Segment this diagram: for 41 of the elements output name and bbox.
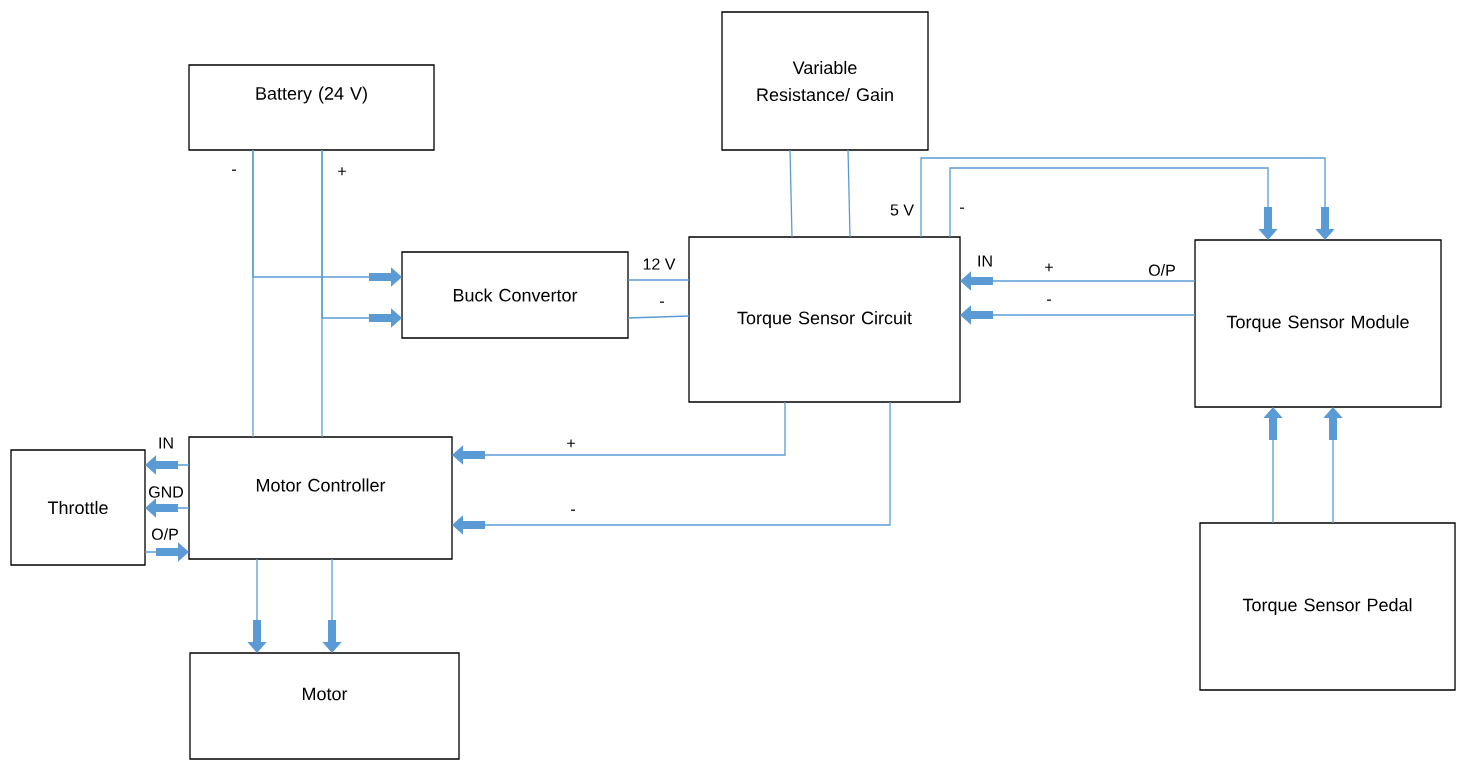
block-box [10, 449, 146, 566]
connector [920, 157, 1335, 240]
port-label: IN [978, 255, 992, 267]
edge-label: - [569, 508, 577, 516]
block-box [721, 11, 929, 151]
block-label: Motor [302, 687, 348, 701]
block-box [189, 652, 460, 760]
block-box [1199, 522, 1456, 691]
block-label: Motor Controller [256, 478, 386, 492]
edge-label: GND [147, 485, 185, 499]
block-box [188, 436, 453, 560]
edge-label: + [565, 438, 577, 450]
connector [627, 279, 690, 281]
edge-label: + [336, 166, 348, 178]
edge-label: - [658, 300, 666, 308]
block-label: Torque Sensor Module [1226, 315, 1409, 332]
edge-label: IN [157, 436, 175, 450]
connector [847, 149, 851, 238]
block-box [1194, 239, 1442, 408]
edge-label: 12 V [641, 257, 677, 271]
block-label: Throttle [47, 500, 108, 515]
edge-label: - [1045, 298, 1053, 306]
block-label: Battery (24 V) [256, 86, 367, 104]
block-box [688, 236, 961, 403]
edge-label: + [1043, 262, 1055, 274]
connector [949, 167, 1278, 240]
block-label: Torque Sensor Circuit [737, 311, 912, 328]
edge-label: O/P [150, 527, 180, 541]
block-label: Variable Resistance/ Gain [757, 60, 893, 102]
connector [627, 315, 690, 319]
block-box [401, 251, 629, 339]
block-box [188, 64, 435, 151]
edge-label: 5 V [889, 203, 915, 217]
edge-label: - [230, 168, 238, 176]
port-label: O/P [1149, 264, 1175, 276]
connector [452, 401, 786, 465]
connector [789, 149, 793, 238]
connector [452, 401, 891, 535]
edge-label: - [958, 206, 966, 214]
block-label: Torque Sensor Pedal [1242, 598, 1412, 615]
block-label: Buck Convertor [453, 288, 578, 302]
